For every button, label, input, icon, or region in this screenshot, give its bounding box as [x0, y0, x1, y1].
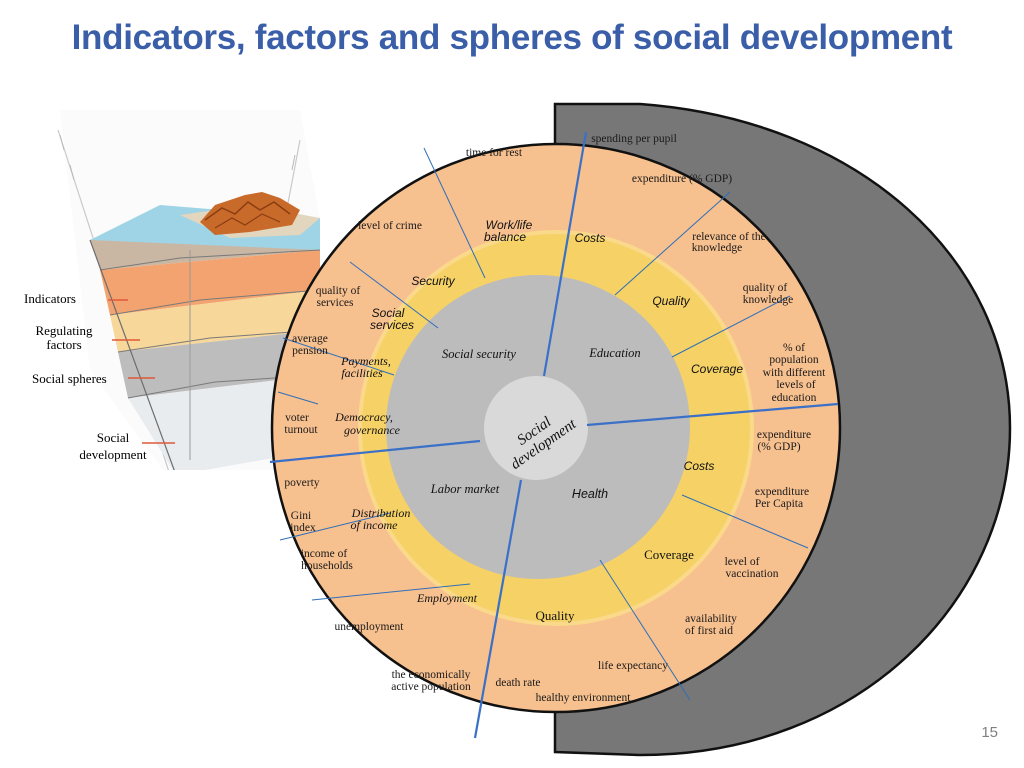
factor-employment: Employment: [416, 591, 478, 605]
svg-text:income of: income of: [301, 548, 347, 560]
svg-text:vaccination: vaccination: [725, 568, 778, 580]
legend-regulating-factors: Regulating factors: [20, 324, 108, 352]
svg-text:services: services: [370, 318, 414, 332]
indicator-time-for-rest: time for rest: [466, 147, 523, 159]
factor-quality-bottom: Quality: [536, 608, 575, 623]
svg-text:Distribution: Distribution: [351, 506, 411, 520]
social-development-diagram: Social development Social security Educa…: [269, 102, 1012, 757]
svg-text:Social: Social: [372, 306, 405, 320]
svg-text:turnout: turnout: [284, 424, 318, 436]
minor-dividers: [277, 147, 809, 701]
legend-development-line-1: Social: [96, 430, 130, 445]
svg-text:knowledge: knowledge: [743, 294, 793, 306]
sphere-social-security: Social security: [442, 347, 516, 361]
indicator-quality-of-services: quality of services: [316, 285, 361, 309]
svg-text:the economically: the economically: [392, 669, 471, 681]
svg-text:availability: availability: [685, 613, 737, 625]
main-dividers: [269, 131, 839, 739]
svg-text:expenditure: expenditure: [757, 429, 811, 441]
indicator-level-of-vaccination: level of vaccination: [725, 556, 779, 580]
svg-text:balance: balance: [484, 230, 526, 244]
indicator-healthy-environment: healthy environment: [536, 692, 632, 704]
indicator-level-of-crime: level of crime: [358, 220, 422, 232]
indicator-availability-of-first-aid: availability of first aid: [685, 613, 737, 637]
indicator-economically-active-population: the economically active population: [391, 669, 471, 693]
legend-social-spheres: Social spheres: [32, 371, 107, 386]
legend-social-development: Social development: [68, 431, 158, 462]
svg-text:Gini: Gini: [291, 510, 311, 522]
svg-text:population: population: [769, 354, 818, 366]
sphere-education: Education: [588, 346, 640, 360]
svg-text:pension: pension: [292, 345, 328, 357]
svg-text:education: education: [772, 392, 817, 404]
indicator-quality-of-knowledge: quality of knowledge: [743, 282, 793, 306]
svg-text:active population: active population: [391, 681, 471, 693]
legend-indicators: Indicators: [24, 291, 76, 306]
indicator-relevance-of-knowledge: relevance of the knowledge: [692, 231, 766, 254]
svg-text:(% GDP): (% GDP): [757, 441, 800, 453]
svg-text:quality of: quality of: [316, 285, 361, 297]
page-number: 15: [981, 724, 998, 741]
svg-text:expenditure: expenditure: [755, 486, 809, 498]
factor-costs-top: Costs: [575, 231, 606, 245]
factor-coverage-right: Coverage: [644, 547, 694, 562]
indicator-death-rate: death rate: [495, 677, 540, 689]
svg-text:voter: voter: [285, 412, 309, 424]
svg-text:knowledge: knowledge: [692, 242, 742, 254]
legend-regulating-line-1: Regulating: [35, 323, 93, 338]
svg-text:Democracy,: Democracy,: [334, 410, 393, 424]
factor-social-services: Social services: [370, 306, 414, 332]
indicator-expenditure-gdp-right: expenditure (% GDP): [757, 429, 811, 453]
indicator-expenditure-gdp-top: expenditure (% GDP): [632, 173, 732, 185]
svg-text:quality of: quality of: [743, 282, 788, 294]
legend-regulating-line-2: factors: [46, 337, 82, 352]
svg-text:index: index: [290, 522, 316, 534]
sphere-health: Health: [572, 487, 608, 501]
svg-text:governance: governance: [344, 423, 401, 437]
slide-title: Indicators, factors and spheres of socia…: [71, 18, 953, 57]
svg-text:Work/life: Work/life: [486, 218, 533, 232]
factor-payments-facilities: Payments, facilities: [340, 354, 391, 380]
sphere-labor-market: Labor market: [430, 482, 500, 496]
indicator-expenditure-per-capita: expenditure Per Capita: [755, 486, 809, 510]
center-circle: [484, 376, 588, 480]
factor-costs-right: Costs: [684, 459, 715, 473]
svg-text:of income: of income: [351, 518, 399, 532]
indicator-gini-index: Gini index: [290, 510, 316, 534]
factor-security: Security: [411, 274, 455, 288]
indicator-population-education-levels: % of population with different levels of…: [763, 342, 827, 404]
svg-text:levels of: levels of: [776, 379, 815, 391]
svg-text:with different: with different: [763, 367, 827, 379]
svg-text:level of: level of: [725, 556, 760, 568]
indicator-life-expectancy: life expectancy: [598, 660, 668, 672]
svg-text:Per Capita: Per Capita: [755, 498, 803, 510]
factor-coverage-top: Coverage: [691, 362, 743, 376]
factor-work-life-balance: Work/life balance: [484, 218, 533, 244]
indicator-poverty: poverty: [284, 477, 319, 489]
earth-layers-illustration: [57, 110, 321, 470]
svg-text:of first aid: of first aid: [685, 625, 733, 637]
svg-text:% of: % of: [783, 342, 805, 354]
indicator-unemployment: unemployment: [335, 621, 405, 633]
indicator-voter-turnout: voter turnout: [284, 412, 318, 436]
svg-text:facilities: facilities: [341, 366, 383, 380]
indicator-spending-per-pupil: spending per pupil: [591, 133, 677, 145]
indicator-average-pension: average pension: [292, 333, 328, 357]
factor-distribution-of-income: Distribution of income: [351, 506, 411, 532]
svg-text:households: households: [301, 560, 353, 572]
legend-development-line-2: development: [79, 447, 147, 462]
indicator-income-of-households: income of households: [301, 548, 354, 572]
svg-text:Payments,: Payments,: [340, 354, 391, 368]
factor-quality-top: Quality: [652, 294, 690, 308]
svg-text:average: average: [292, 333, 328, 345]
svg-text:services: services: [316, 297, 354, 309]
factor-democracy-governance: Democracy, governance: [334, 410, 400, 437]
svg-text:relevance of the: relevance of the: [692, 231, 765, 243]
